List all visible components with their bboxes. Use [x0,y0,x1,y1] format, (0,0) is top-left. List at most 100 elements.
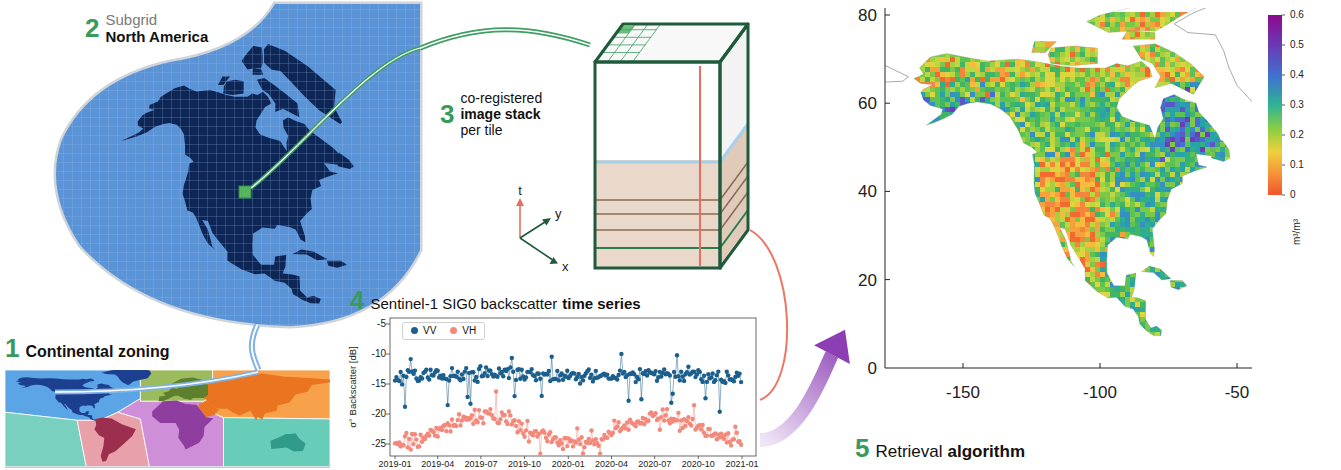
soil-moisture-cell [910,42,915,47]
soil-moisture-cell [1120,107,1125,112]
soil-moisture-cell [1030,32,1035,37]
series-point [726,373,730,377]
soil-moisture-cell [1145,82,1150,87]
soil-moisture-cell [1090,62,1095,67]
series-point [702,374,706,378]
soil-moisture-cell [970,67,975,72]
soil-moisture-cell [980,107,985,112]
soil-moisture-cell [990,52,995,57]
series-point [399,370,403,374]
soil-moisture-cell [1045,82,1050,87]
series-point [611,431,615,435]
soil-moisture-cell [1170,62,1175,67]
soil-moisture-cell [1050,57,1055,62]
soil-moisture-cell [980,22,985,27]
soil-moisture-cell [1020,17,1025,22]
soil-moisture-cell [940,22,945,27]
soil-moisture-cell [910,57,915,62]
soil-moisture-cell [1210,52,1215,57]
soil-moisture-cell [1095,82,1100,87]
series-point [436,434,440,438]
soil-moisture-cell [965,67,970,72]
soil-moisture-cell [1215,97,1220,102]
soil-moisture-cell [920,17,925,22]
series-point [420,376,424,380]
soil-moisture-cell [985,72,990,77]
soil-moisture-cell [1025,22,1030,27]
series-point [495,375,499,379]
soil-moisture-cell [1000,87,1005,92]
soil-moisture-cell [1025,97,1030,102]
soil-moisture-cell [1090,37,1095,42]
soil-moisture-cell [1145,97,1150,102]
soil-moisture-cell [1105,47,1110,52]
series-point [538,451,542,455]
soil-moisture-cell [1180,87,1185,92]
soil-moisture-cell [950,12,955,17]
soil-moisture-cell [1225,102,1230,107]
soil-moisture-cell [1025,47,1030,52]
soil-moisture-cell [1005,97,1010,102]
soil-moisture-cell [1150,22,1155,27]
soil-moisture-cell [1185,67,1190,72]
soil-moisture-cell [1180,72,1185,77]
soil-moisture-cell [1175,112,1180,117]
image-stack-cube [595,161,720,164]
soil-moisture-cell [1035,72,1040,77]
soil-moisture-cell [1230,12,1235,17]
soil-moisture-cell [1045,17,1050,22]
soil-moisture-cell [935,22,940,27]
soil-moisture-cell [1175,27,1180,32]
soil-moisture-cell [1045,107,1050,112]
soil-moisture-cell [1135,77,1140,82]
soil-moisture-cell [1020,82,1025,87]
link-line [55,372,258,392]
soil-moisture-cell [1110,32,1115,37]
soil-moisture-cell [1040,112,1045,117]
soil-moisture-cell [920,107,925,112]
series-point [448,429,452,433]
soil-moisture-cell [980,62,985,67]
series-point [456,418,460,422]
soil-moisture-cell [1020,102,1025,107]
soil-moisture-cell [1000,92,1005,97]
soil-moisture-cell [955,92,960,97]
soil-moisture-cell [1205,22,1210,27]
soil-moisture-cell [940,42,945,47]
soil-moisture-cell [1200,107,1205,112]
soil-moisture-cell [1220,112,1225,117]
soil-moisture-cell [1225,22,1230,27]
soil-moisture-cell [1200,102,1205,107]
soil-moisture-cell [995,67,1000,72]
soil-moisture-cell [1135,47,1140,52]
soil-moisture-cell [1215,82,1220,87]
series-point [440,428,444,432]
soil-moisture-cell [995,47,1000,52]
soil-moisture-cell [1060,82,1065,87]
soil-moisture-cell [910,102,915,107]
soil-moisture-cell [1090,32,1095,37]
soil-moisture-cell [1110,47,1115,52]
soil-moisture-cell [1105,97,1110,102]
soil-moisture-cell [1220,27,1225,32]
soil-moisture-cell [1145,12,1150,17]
soil-moisture-cell [1125,32,1130,37]
soil-moisture-cell [1085,52,1090,57]
soil-moisture-cell [1015,102,1020,107]
soil-moisture-cell [1190,82,1195,87]
soil-moisture-cell [1170,57,1175,62]
series-point [512,394,516,398]
soil-moisture-cell [1035,77,1040,82]
soil-moisture-cell [955,102,960,107]
series-point [587,437,591,441]
soil-moisture-cell [1045,72,1050,77]
series-point [723,381,727,385]
soil-moisture-cell [1020,22,1025,27]
soil-moisture-cell [1015,57,1020,62]
soil-moisture-cell [1100,42,1105,47]
soil-moisture-cell [940,77,945,82]
soil-moisture-cell [965,72,970,77]
soil-moisture-cell [980,77,985,82]
soil-moisture-cell [1020,67,1025,72]
soil-moisture-cell [1080,37,1085,42]
